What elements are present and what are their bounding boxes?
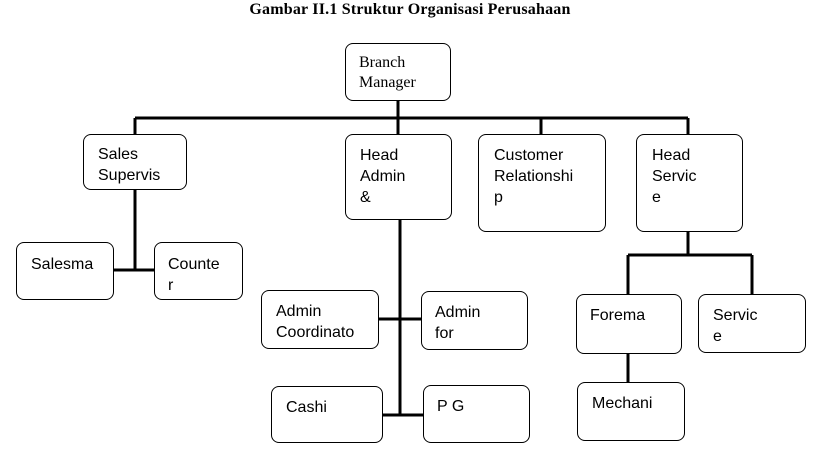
node-admin-for: Admin for: [421, 291, 528, 350]
node-counter-label: Counte r: [168, 256, 220, 294]
node-head-admin-label: Head Admin &: [360, 147, 406, 206]
node-mechanic-label: Mechani: [592, 395, 653, 412]
node-pg-label: P G: [437, 398, 465, 415]
node-head-admin: Head Admin &: [345, 134, 452, 220]
node-cashier-label: Cashi: [286, 399, 327, 416]
node-head-service-label: Head Servic e: [652, 147, 697, 206]
diagram-title: Gambar II.1 Struktur Organisasi Perusaha…: [249, 1, 571, 18]
node-admin-coordinator-label: Admin Coordinato: [276, 303, 355, 341]
node-pg: P G: [423, 385, 530, 443]
node-sales-supervisor-label: Sales Supervis: [98, 146, 161, 184]
node-branch-manager: Branch Manager: [345, 43, 451, 101]
node-mechanic: Mechani: [577, 382, 685, 441]
node-foreman: Forema: [576, 294, 682, 354]
node-salesman: Salesma: [16, 242, 114, 300]
node-service: Servic e: [698, 294, 806, 353]
node-salesman-label: Salesma: [31, 256, 94, 273]
node-foreman-label: Forema: [590, 307, 646, 324]
node-sales-supervisor: Sales Supervis: [83, 134, 187, 190]
node-admin-for-label: Admin for: [435, 304, 481, 342]
node-customer-relationship: Customer Relationshi p: [478, 134, 606, 232]
node-counter: Counte r: [154, 242, 243, 300]
node-service-label: Servic e: [713, 307, 758, 345]
node-customer-relationship-label: Customer Relationshi p: [494, 147, 574, 206]
node-head-service: Head Servic e: [636, 134, 743, 232]
node-admin-coordinator: Admin Coordinato: [261, 290, 379, 349]
node-branch-manager-label: Branch Manager: [359, 54, 416, 91]
node-cashier: Cashi: [271, 386, 383, 443]
